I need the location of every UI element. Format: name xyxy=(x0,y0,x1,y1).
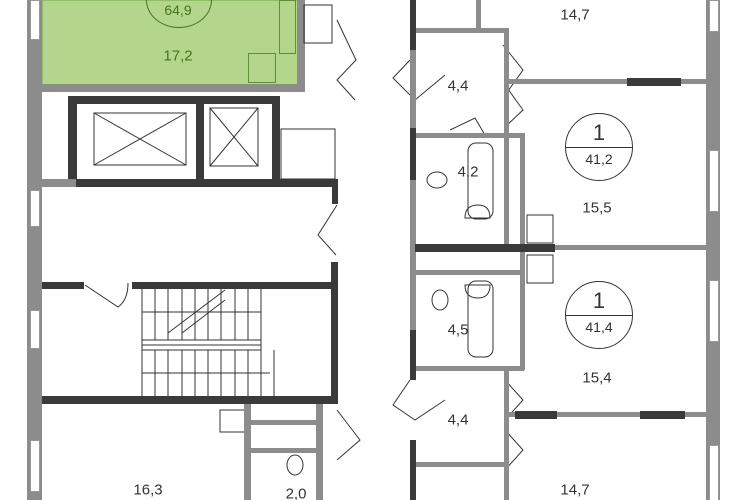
door xyxy=(336,409,361,461)
corridor-wall xyxy=(410,330,416,380)
wall xyxy=(416,462,508,467)
room-area: 2,0 xyxy=(285,485,307,500)
wall xyxy=(640,411,685,419)
sink-icon xyxy=(464,284,491,299)
wall xyxy=(416,366,524,371)
elevator-shaft-large xyxy=(93,112,187,166)
window xyxy=(30,0,40,40)
corridor-wall xyxy=(410,0,416,50)
window xyxy=(709,150,719,212)
elevator-wall xyxy=(272,96,280,186)
window xyxy=(709,0,719,32)
room-area: 4,5 xyxy=(447,321,469,339)
wall xyxy=(504,28,509,248)
door xyxy=(392,379,446,421)
unit-total-area: 41,4 xyxy=(585,319,613,335)
door xyxy=(449,117,486,136)
wall xyxy=(410,180,416,370)
door xyxy=(84,282,129,308)
sink-icon xyxy=(248,53,276,83)
wall xyxy=(504,366,509,500)
window xyxy=(30,440,40,492)
highlighted-room-area: 17,2 xyxy=(163,47,193,65)
toilet-icon xyxy=(286,454,304,476)
unit-badge[interactable]: 1 41,2 xyxy=(565,113,633,181)
bathtub-icon xyxy=(467,142,494,220)
wall xyxy=(316,404,323,500)
wall xyxy=(627,78,681,86)
room-area: 4,4 xyxy=(447,77,469,95)
wall xyxy=(332,179,338,204)
toilet-icon xyxy=(431,289,449,311)
window xyxy=(709,445,719,500)
door xyxy=(504,84,524,128)
unit-badge[interactable]: 1 41,4 xyxy=(565,281,633,349)
outer-wall-left xyxy=(27,0,42,500)
wall xyxy=(410,50,416,128)
wall xyxy=(508,412,706,417)
wall xyxy=(555,245,706,250)
stair-wall xyxy=(42,282,84,289)
elevator-shaft-small xyxy=(209,107,259,167)
wall xyxy=(515,411,557,419)
room-area: 4,2 xyxy=(457,163,479,181)
wall xyxy=(415,244,555,252)
wall xyxy=(508,79,706,84)
toilet-icon xyxy=(426,171,448,189)
sink-icon xyxy=(464,204,491,219)
unit-rooms: 1 xyxy=(592,120,606,145)
room-area: 4,4 xyxy=(447,411,469,429)
room-area: 15,5 xyxy=(582,199,612,217)
wall xyxy=(244,448,319,453)
window xyxy=(709,280,719,342)
window xyxy=(30,310,40,349)
wall xyxy=(40,84,305,92)
door xyxy=(504,429,524,471)
wall xyxy=(416,270,524,275)
wall xyxy=(520,133,525,245)
door xyxy=(392,59,446,101)
bathtub-icon xyxy=(467,280,494,358)
stairs xyxy=(141,289,275,397)
window xyxy=(30,190,40,227)
elevator-wall xyxy=(68,96,77,186)
fixture xyxy=(303,4,333,44)
wall xyxy=(416,28,508,33)
kitchen-counter xyxy=(279,0,296,54)
stair-wall xyxy=(42,396,337,404)
corridor-wall xyxy=(410,440,416,500)
corridor-wall xyxy=(410,128,416,180)
wall xyxy=(476,0,481,28)
room-area: 16,3 xyxy=(133,481,163,499)
stair-wall xyxy=(331,262,338,404)
shaft xyxy=(280,128,336,180)
wall xyxy=(244,420,319,425)
stair-wall xyxy=(132,282,337,289)
room-area: 14,7 xyxy=(560,481,590,499)
sink-icon xyxy=(526,254,554,284)
sink-icon xyxy=(219,409,246,433)
wall xyxy=(520,252,525,370)
unit-rooms: 1 xyxy=(592,288,606,313)
room-area: 15,4 xyxy=(582,369,612,387)
door xyxy=(502,44,524,96)
unit-total-area: 41,2 xyxy=(585,151,613,167)
wall xyxy=(297,0,305,92)
door xyxy=(317,204,338,256)
elevator-wall xyxy=(68,96,280,104)
wall xyxy=(416,133,524,138)
elevator-wall xyxy=(76,179,338,187)
room-area: 14,7 xyxy=(560,6,590,24)
highlighted-total-area: 64,9 xyxy=(164,2,192,18)
elevator-wall xyxy=(196,96,204,186)
outer-wall-right xyxy=(706,0,720,500)
sink-icon xyxy=(526,214,554,244)
wall xyxy=(40,179,76,187)
door xyxy=(336,19,357,101)
